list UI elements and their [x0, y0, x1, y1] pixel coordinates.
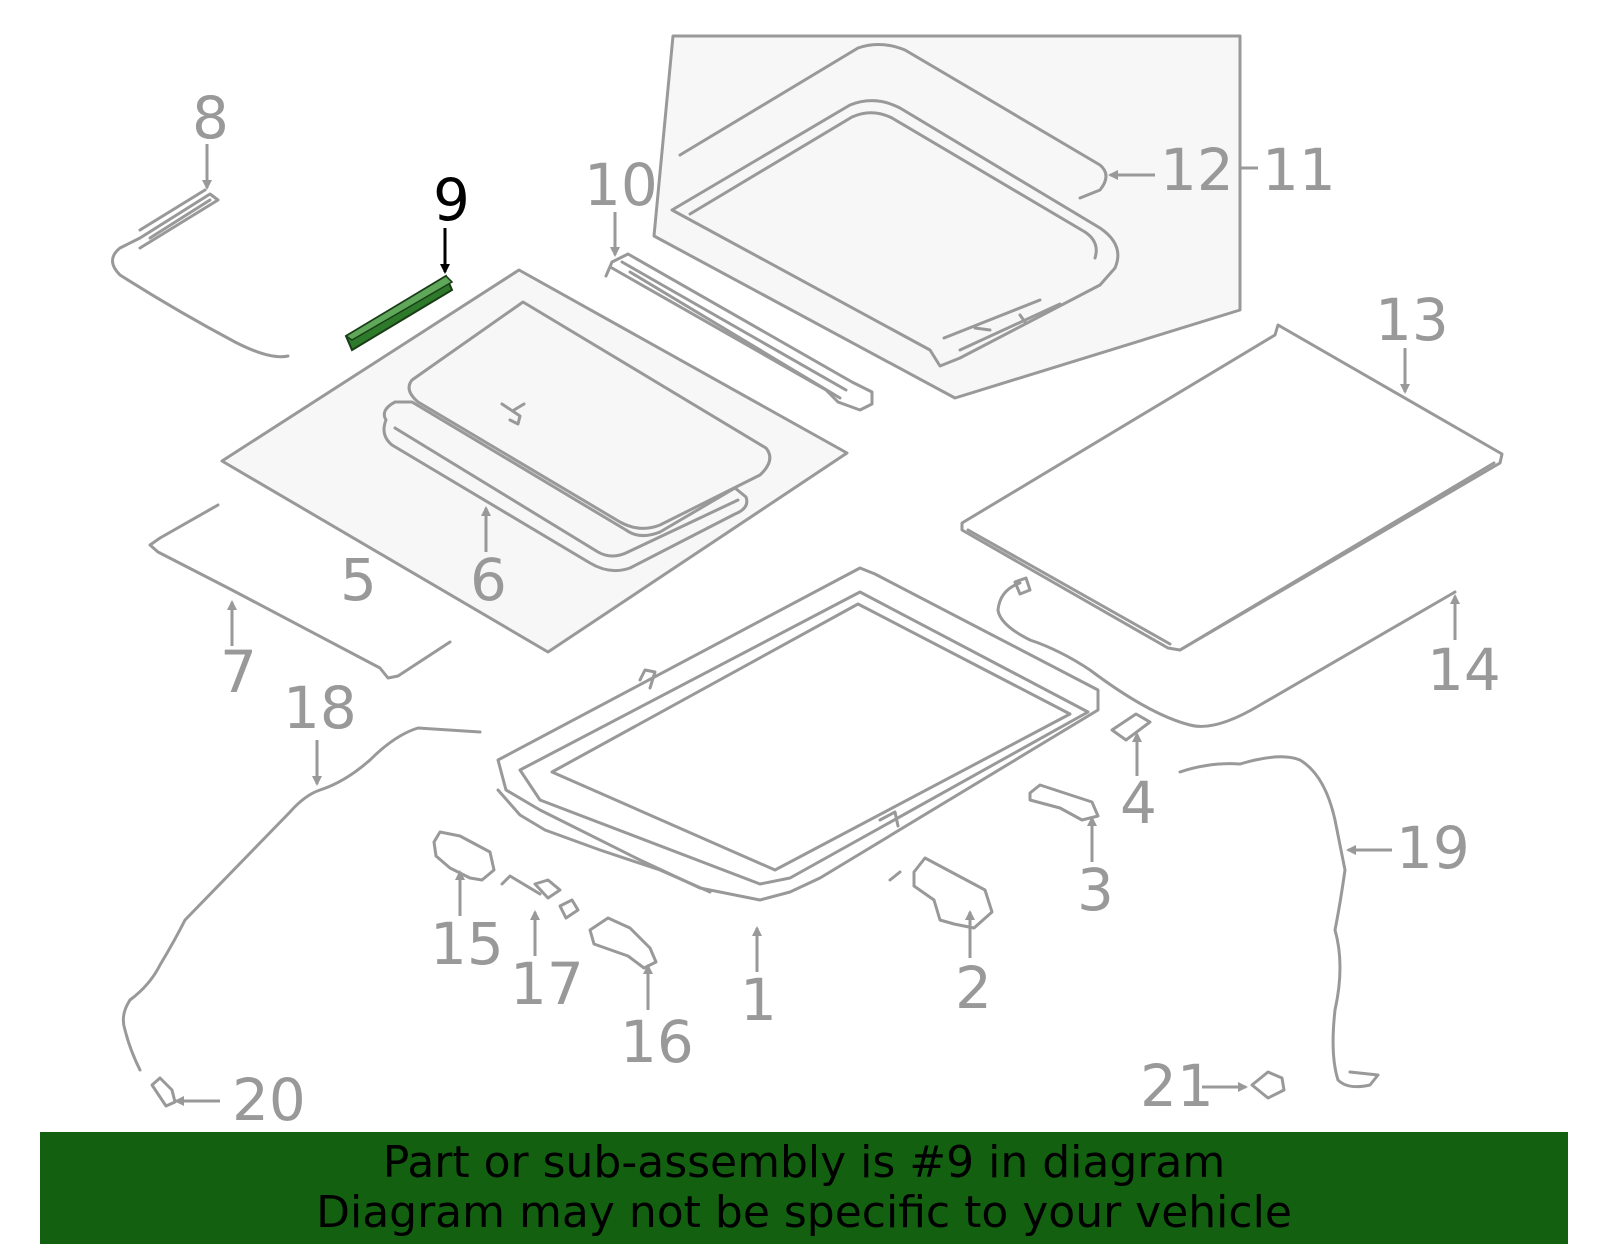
info-banner: Part or sub-assembly is #9 in diagram Di… — [40, 1132, 1568, 1244]
callout-4: 4 — [1120, 769, 1157, 837]
banner-line-part-number: Part or sub-assembly is #9 in diagram — [382, 1137, 1226, 1188]
part-17-harness — [500, 874, 580, 920]
part-18-drain-hose — [121, 726, 482, 1072]
callout-7: 7 — [220, 638, 257, 706]
part-3-bracket — [1028, 783, 1100, 822]
callout-8: 8 — [192, 84, 229, 152]
callout-20: 20 — [232, 1066, 306, 1134]
part-8-guide-cable — [111, 188, 290, 359]
part-2-bracket — [912, 856, 994, 930]
part-11-glass-panel-assembly — [652, 34, 1242, 400]
callout-6: 6 — [470, 546, 507, 614]
callout-labels: 8 9 10 12 11 13 5 6 7 14 18 4 19 3 15 17… — [192, 84, 1501, 1134]
part-19-drain-hose — [1178, 755, 1380, 1089]
callout-15: 15 — [430, 910, 504, 978]
leader-arrows — [174, 144, 1460, 1106]
callout-18: 18 — [283, 674, 357, 742]
part-20-grommet — [150, 1076, 177, 1108]
callout-5: 5 — [340, 546, 377, 614]
callout-9: 9 — [433, 166, 470, 234]
part-15-motor — [432, 830, 496, 882]
callout-21: 21 — [1140, 1052, 1214, 1120]
part-14-drain-tube — [996, 576, 1457, 728]
part-13-sunshade — [960, 323, 1504, 652]
callout-3: 3 — [1077, 856, 1114, 924]
callout-2: 2 — [955, 954, 992, 1022]
callout-13: 13 — [1375, 286, 1449, 354]
banner-line-disclaimer: Diagram may not be specific to your vehi… — [316, 1187, 1292, 1238]
part-16-connector — [588, 916, 658, 970]
part-9-highlighted-seal-strip — [344, 274, 454, 352]
callout-12: 12 — [1160, 136, 1234, 204]
callout-19: 19 — [1396, 814, 1470, 882]
callout-11: 11 — [1262, 136, 1336, 204]
callout-1: 1 — [740, 966, 777, 1034]
callout-14: 14 — [1427, 636, 1501, 704]
part-5-headliner-panel — [220, 268, 849, 654]
callout-10: 10 — [584, 151, 658, 219]
part-4-clip — [1110, 712, 1152, 742]
part-7-trim-strip — [148, 503, 452, 680]
part-10-side-rail — [604, 252, 874, 412]
callout-16: 16 — [620, 1008, 694, 1076]
part-21-clip — [1250, 1070, 1286, 1100]
part-1-sunroof-frame — [496, 566, 1100, 902]
callout-17: 17 — [510, 950, 584, 1018]
